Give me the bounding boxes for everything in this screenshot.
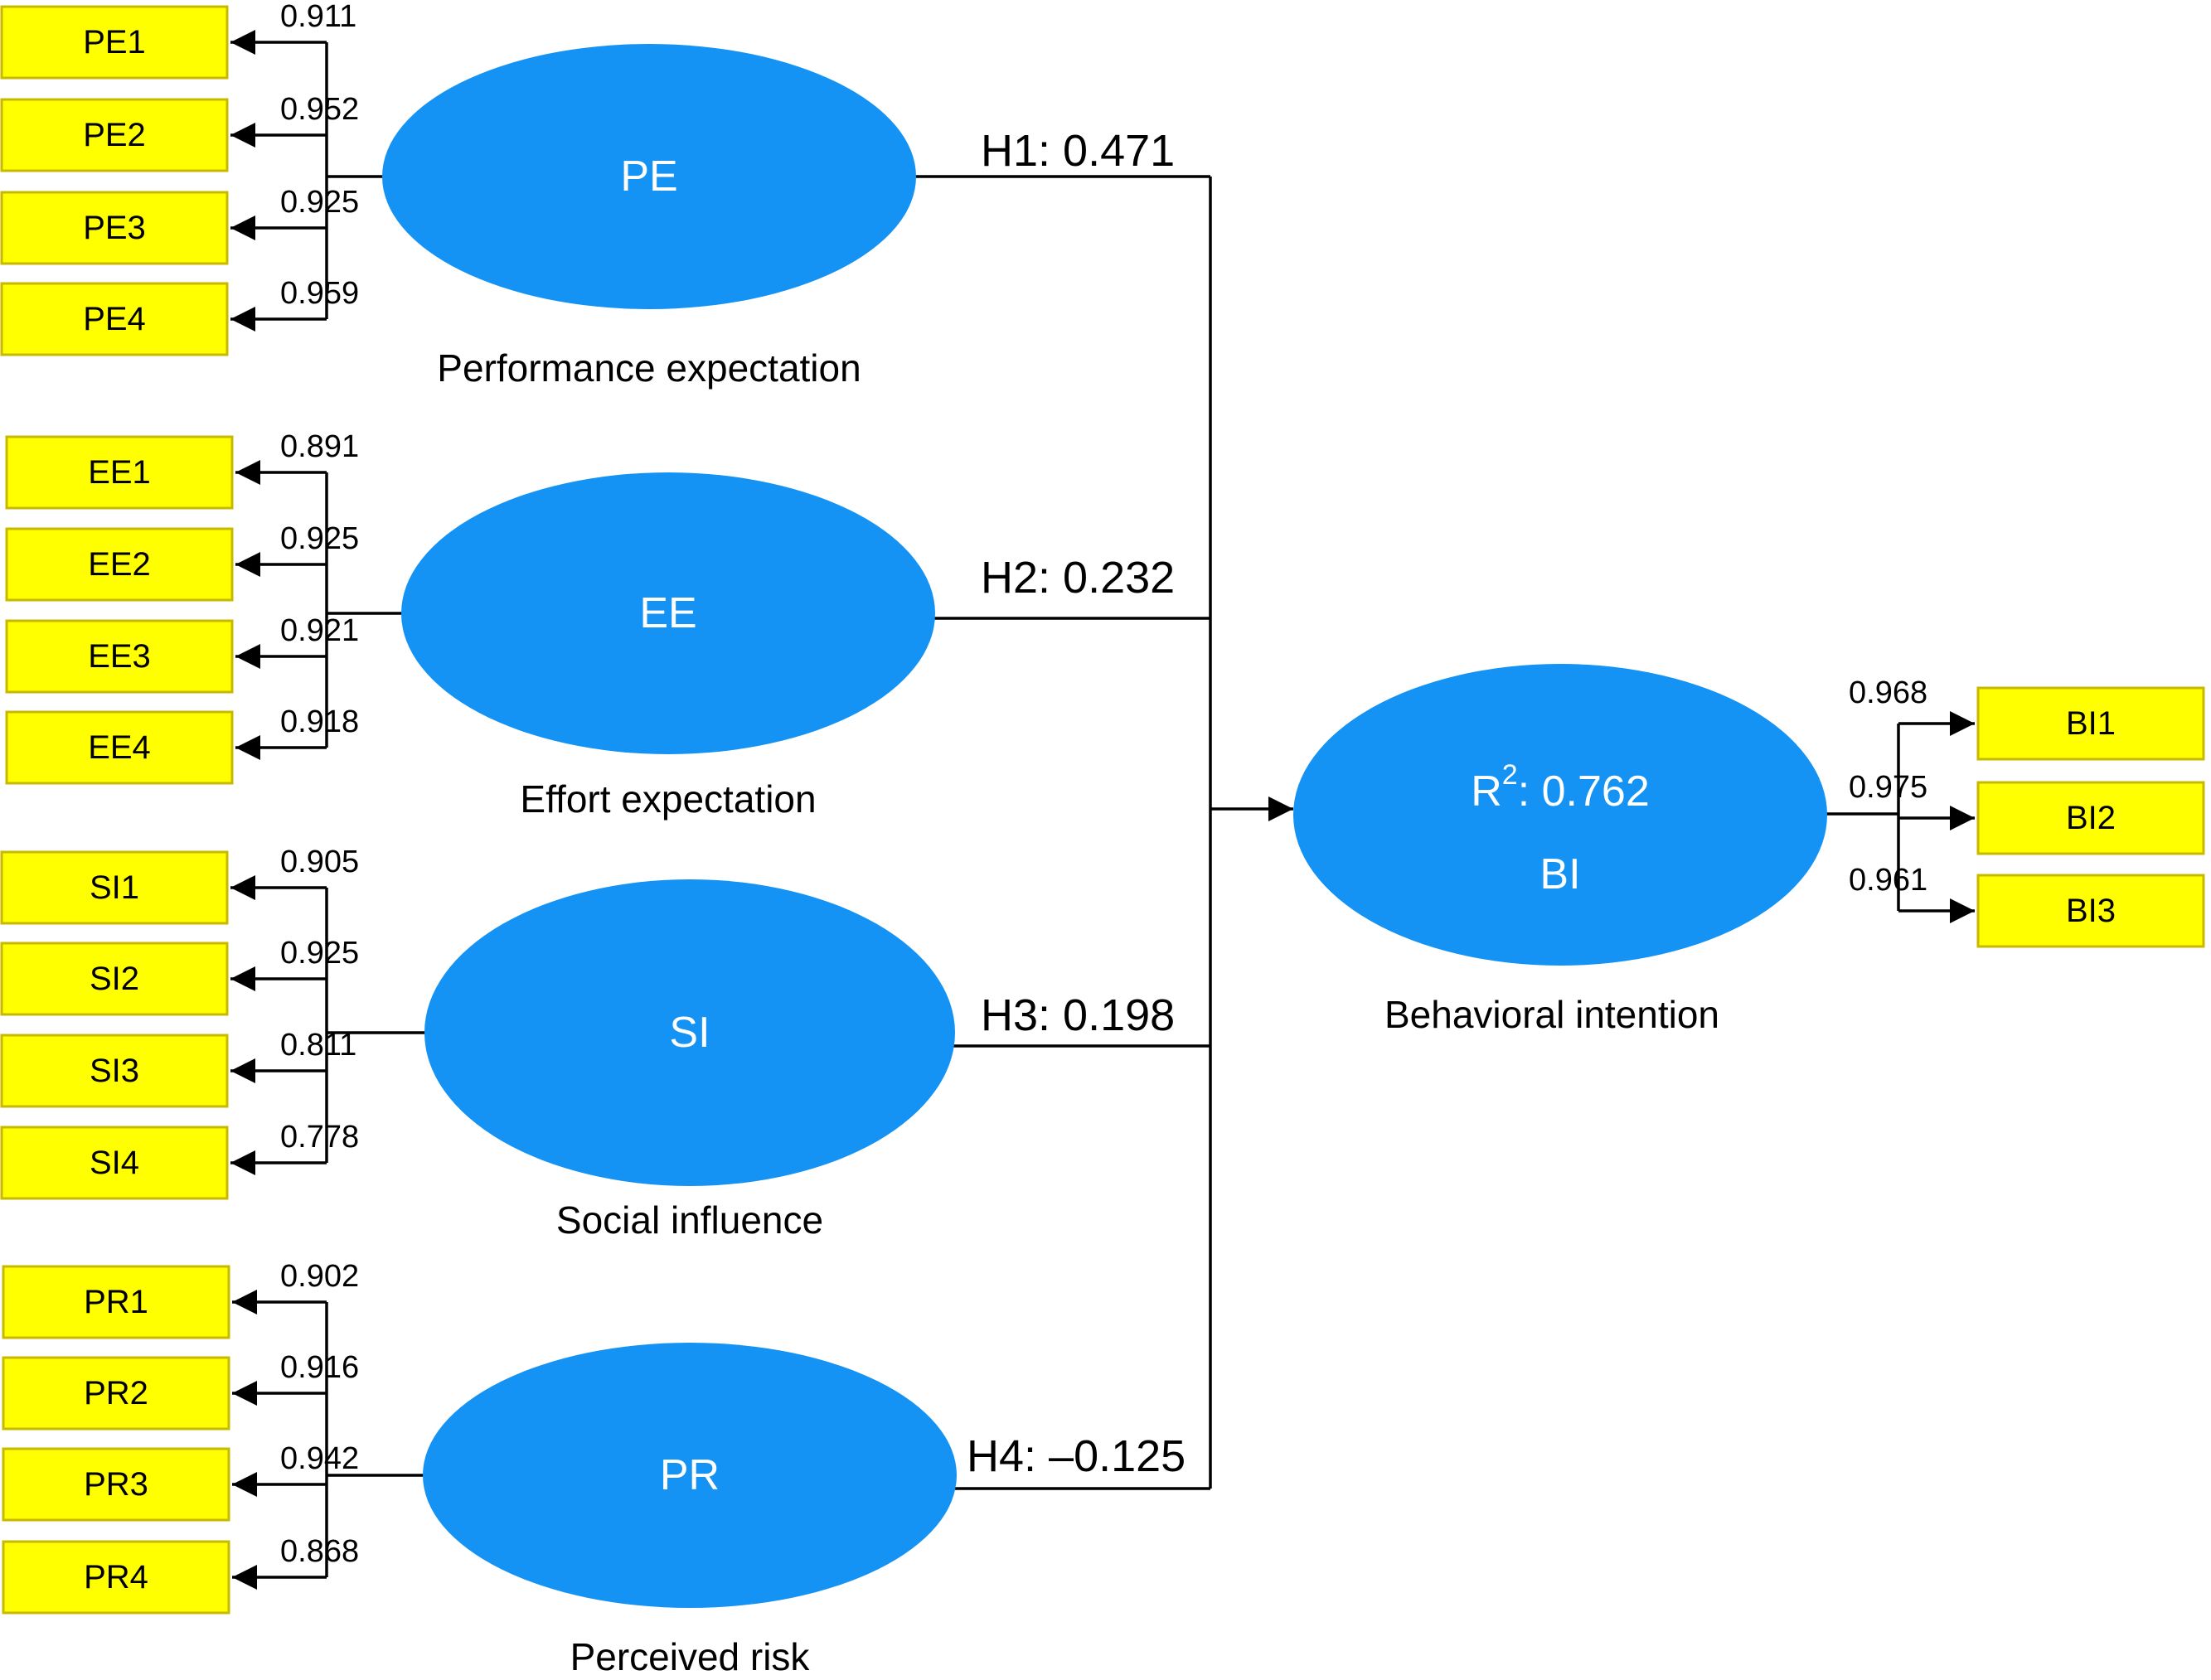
construct-ellipse-pe xyxy=(382,44,916,309)
indicator-box xyxy=(5,710,234,785)
construct-abbr: BI xyxy=(1539,850,1580,898)
path-coefficient: H3: 0.198 xyxy=(981,990,1175,1040)
indicator-box xyxy=(2,1265,230,1339)
indicator-label: SI3 xyxy=(90,1053,139,1089)
construct-name: Social influence xyxy=(556,1198,823,1242)
construct-name: Performance expectation xyxy=(437,346,861,390)
indicator-label: BI1 xyxy=(2066,705,2116,742)
construct-abbr: EE xyxy=(639,589,696,637)
construct-ellipse-bi xyxy=(1293,664,1827,966)
loading-value: 0.968 xyxy=(1849,675,1927,710)
loading-value: 0.811 xyxy=(280,1028,356,1063)
loading-value: 0.911 xyxy=(280,0,356,34)
indicator-label: EE2 xyxy=(88,546,151,583)
indicator-label: PE3 xyxy=(83,210,146,246)
indicator-box xyxy=(5,527,234,602)
loading-value: 0.918 xyxy=(280,704,359,739)
loading-value: 0.952 xyxy=(280,92,359,127)
indicator-box xyxy=(0,5,229,80)
indicator-label: BI2 xyxy=(2066,800,2116,836)
construct-name: Behavioral intention xyxy=(1384,993,1719,1036)
indicator-label: PE4 xyxy=(83,301,146,337)
indicator-box xyxy=(0,942,229,1016)
loading-value: 0.868 xyxy=(280,1534,359,1569)
indicator-label: PR3 xyxy=(84,1466,148,1503)
connector-lines xyxy=(230,30,1975,1590)
construct-ellipse-ee xyxy=(401,472,935,754)
indicator-box xyxy=(1976,781,2205,855)
loading-value: 0.905 xyxy=(280,845,359,879)
indicator-label: PE1 xyxy=(83,24,146,61)
indicator-label: EE1 xyxy=(88,454,151,491)
indicator-box xyxy=(1976,874,2205,948)
indicator-box xyxy=(1976,686,2205,761)
indicator-label: SI1 xyxy=(90,869,139,906)
loading-value: 0.942 xyxy=(280,1441,359,1476)
indicator-box xyxy=(0,191,229,265)
loading-value: 0.921 xyxy=(280,613,359,648)
indicator-box xyxy=(0,1126,229,1200)
indicator-box xyxy=(2,1356,230,1431)
construct-abbr: PR xyxy=(660,1451,720,1499)
loading-value: 0.916 xyxy=(280,1350,359,1385)
indicator-box xyxy=(0,98,229,172)
construct-abbr: SI xyxy=(669,1009,710,1057)
loading-value: 0.925 xyxy=(280,185,359,220)
indicator-box xyxy=(2,1540,230,1615)
path-coefficient: H4: –0.125 xyxy=(967,1431,1186,1481)
indicator-box xyxy=(0,282,229,356)
indicator-label: SI2 xyxy=(90,961,139,997)
indicator-box xyxy=(5,619,234,694)
path-coefficient: H2: 0.232 xyxy=(981,553,1175,603)
indicator-label: PR2 xyxy=(84,1375,148,1411)
path-coefficient: H1: 0.471 xyxy=(981,126,1175,176)
indicator-label: EE3 xyxy=(88,638,151,675)
indicator-label: PE2 xyxy=(83,117,146,153)
indicator-label: PR4 xyxy=(84,1559,148,1595)
indicator-box xyxy=(0,1034,229,1108)
indicator-box xyxy=(0,850,229,925)
loading-value: 0.925 xyxy=(280,936,359,971)
indicator-box xyxy=(2,1447,230,1522)
indicator-label: BI3 xyxy=(2066,893,2116,929)
loading-value: 0.925 xyxy=(280,521,359,556)
loading-value: 0.778 xyxy=(280,1120,359,1155)
loading-value: 0.961 xyxy=(1849,863,1927,898)
loading-value: 0.975 xyxy=(1849,770,1927,805)
loading-value: 0.902 xyxy=(280,1259,359,1294)
construct-name: Perceived risk xyxy=(570,1635,811,1678)
indicator-box xyxy=(5,435,234,510)
indicator-label: PR1 xyxy=(84,1284,148,1320)
construct-ellipse-pr xyxy=(423,1343,957,1608)
indicator-label: EE4 xyxy=(88,729,151,766)
construct-abbr: PE xyxy=(620,153,677,201)
r-squared-label: R2: 0.762 xyxy=(1471,759,1650,816)
loading-value: 0.891 xyxy=(280,429,359,464)
construct-name: Effort expectation xyxy=(520,777,816,821)
construct-ellipse-si xyxy=(424,879,955,1186)
indicator-label: SI4 xyxy=(90,1145,139,1181)
loading-value: 0.959 xyxy=(280,276,359,311)
